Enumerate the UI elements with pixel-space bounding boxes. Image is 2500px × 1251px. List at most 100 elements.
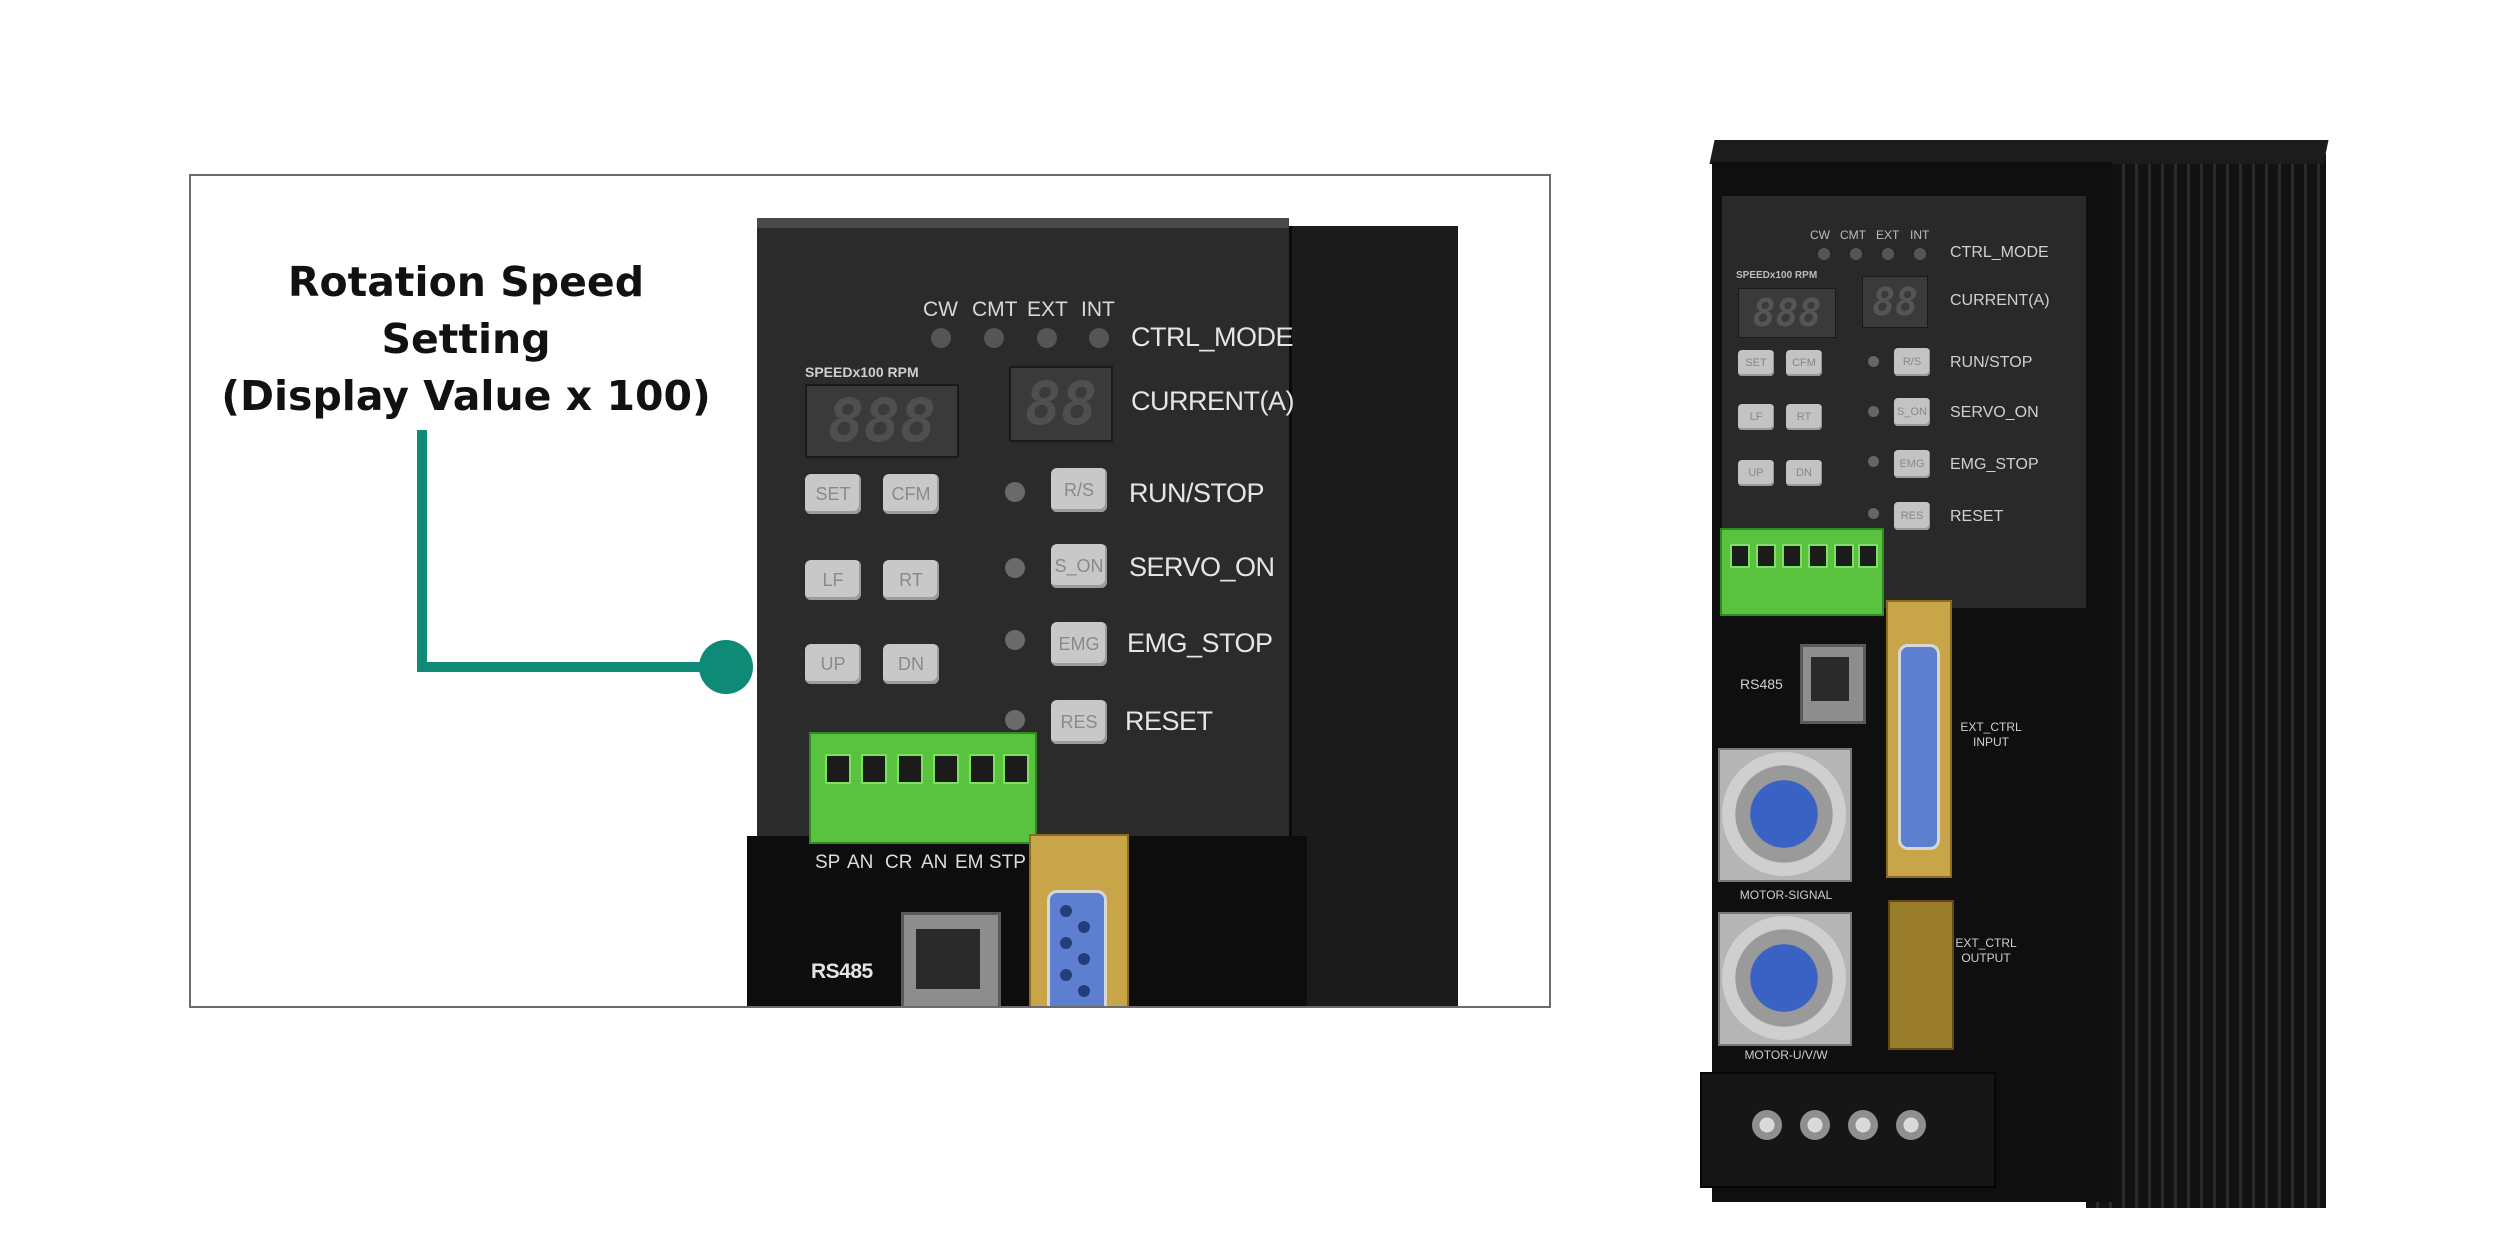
mode-label-ext: EXT [1027, 298, 1068, 321]
up-button[interactable]: UP [805, 644, 861, 684]
product-top-edge [1709, 140, 2329, 164]
res-button[interactable]: RES [1051, 700, 1107, 744]
product-lf-button[interactable]: LF [1738, 404, 1774, 430]
servo-on-button[interactable]: S_ON [1051, 544, 1107, 588]
mode-label-cw: CW [923, 298, 958, 321]
product-mode-label-cmt: CMT [1840, 228, 1866, 242]
product-motor-uvw-connector[interactable] [1722, 916, 1846, 1040]
terminal-slot [861, 754, 887, 784]
product-terminal-slot [1730, 544, 1750, 568]
product-current-display: 88 [1862, 276, 1928, 328]
dsub-pin [1060, 905, 1072, 917]
product-power-screw [1848, 1110, 1878, 1140]
product-servo-on-label: SERVO_ON [1950, 404, 2039, 421]
terminal-slot [825, 754, 851, 784]
product-emg-button[interactable]: EMG [1894, 450, 1930, 478]
product-ext-ctrl-output-connector[interactable] [1888, 900, 1954, 1050]
product-power-screw [1800, 1110, 1830, 1140]
product-reset-label: RESET [1950, 508, 2004, 525]
product-mode-led [1882, 248, 1894, 260]
product-motor-signal-connector[interactable] [1722, 752, 1846, 876]
product-rs485-socket [1811, 657, 1849, 701]
product-ext-ctrl-output-label: EXT_CTRL OUTPUT [1955, 936, 2017, 965]
product-emg-stop-label: EMG_STOP [1950, 456, 2039, 473]
product-cfm-button[interactable]: CFM [1786, 350, 1822, 376]
dsub-pin [1060, 969, 1072, 981]
emg-stop-label: EMG_STOP [1127, 628, 1273, 658]
product-mode-label-ext: EXT [1876, 228, 1900, 242]
rs485-port-socket [916, 929, 980, 989]
product-emg-led [1868, 456, 1879, 467]
emg-stop-led [1005, 630, 1025, 650]
product-terminal-slot [1782, 544, 1802, 568]
product-mode-led [1914, 248, 1926, 260]
mode-led-int [1089, 328, 1109, 348]
dsub-pin [1078, 921, 1090, 933]
product-reset-led [1868, 508, 1879, 519]
product-power-screw [1752, 1110, 1782, 1140]
speed-caption: SPEEDx100 RPM [805, 364, 919, 380]
run-stop-label: RUN/STOP [1129, 478, 1265, 508]
run-stop-led [1005, 482, 1025, 502]
terminal-slot [897, 754, 923, 784]
product-dn-button[interactable]: DN [1786, 460, 1822, 486]
cfm-button[interactable]: CFM [883, 474, 939, 514]
servo-on-led [1005, 558, 1025, 578]
servo-on-label: SERVO_ON [1129, 552, 1275, 582]
rs485-label: RS485 [811, 960, 873, 983]
terminal-label-an2: AN [921, 852, 948, 873]
terminal-label-cr: CR [885, 852, 913, 873]
mode-led-ext [1037, 328, 1057, 348]
product-heatsink-fins [2086, 154, 2326, 1208]
callout-leader-vertical [417, 430, 427, 672]
driver-heatsink-side [1289, 226, 1458, 1006]
callout-title-line1: Rotation Speed Setting [287, 258, 645, 363]
ctrl-mode-label: CTRL_MODE [1131, 322, 1294, 352]
speed-display: 888 [805, 384, 959, 458]
product-speed-caption: SPEEDx100 RPM [1736, 270, 1818, 281]
callout-leader-horizontal [417, 662, 715, 672]
product-terminal-slot [1808, 544, 1828, 568]
product-up-button[interactable]: UP [1738, 460, 1774, 486]
dsub-pin [1060, 937, 1072, 949]
terminal-slot [1003, 754, 1029, 784]
set-button[interactable]: SET [805, 474, 861, 514]
rt-button[interactable]: RT [883, 560, 939, 600]
callout-title: Rotation Speed Setting (Display Value x … [211, 254, 721, 425]
terminal-label-em: EM [955, 852, 984, 873]
product-set-button[interactable]: SET [1738, 350, 1774, 376]
emg-button[interactable]: EMG [1051, 622, 1107, 666]
current-label: CURRENT(A) [1131, 386, 1295, 416]
mode-label-cmt: CMT [972, 298, 1018, 321]
dsub-connector[interactable] [1047, 890, 1107, 1006]
product-mode-led [1818, 248, 1830, 260]
product-run-stop-led [1868, 356, 1879, 367]
dsub-pin [1078, 985, 1090, 997]
terminal-label-sp: SP [815, 852, 841, 873]
product-res-button[interactable]: RES [1894, 502, 1930, 530]
product-terminal-block [1720, 528, 1884, 616]
current-display: 88 [1009, 366, 1113, 442]
product-run-stop-label: RUN/STOP [1950, 354, 2033, 371]
callout-title-line2: (Display Value x 100) [221, 372, 711, 420]
product-speed-display: 888 [1738, 288, 1836, 338]
reset-led [1005, 710, 1025, 730]
product-servo-on-button[interactable]: S_ON [1894, 398, 1930, 426]
product-ext-ctrl-input-connector[interactable] [1898, 644, 1940, 850]
product-terminal-slot [1756, 544, 1776, 568]
lf-button[interactable]: LF [805, 560, 861, 600]
product-mode-label-cw: CW [1810, 228, 1830, 242]
product-ext-ctrl-input-label: EXT_CTRL INPUT [1960, 720, 2022, 749]
dn-button[interactable]: DN [883, 644, 939, 684]
product-run-stop-button[interactable]: R/S [1894, 348, 1930, 376]
rs485-port[interactable] [901, 912, 1001, 1006]
product-mode-led [1850, 248, 1862, 260]
run-stop-button[interactable]: R/S [1051, 468, 1107, 512]
mode-led-cw [931, 328, 951, 348]
product-rs485-port[interactable] [1800, 644, 1866, 724]
callout-leader-dot [699, 640, 753, 694]
product-rt-button[interactable]: RT [1786, 404, 1822, 430]
driver-lower-body [747, 836, 1307, 1006]
product-mode-label-int: INT [1910, 228, 1930, 242]
product-power-screw [1896, 1110, 1926, 1140]
